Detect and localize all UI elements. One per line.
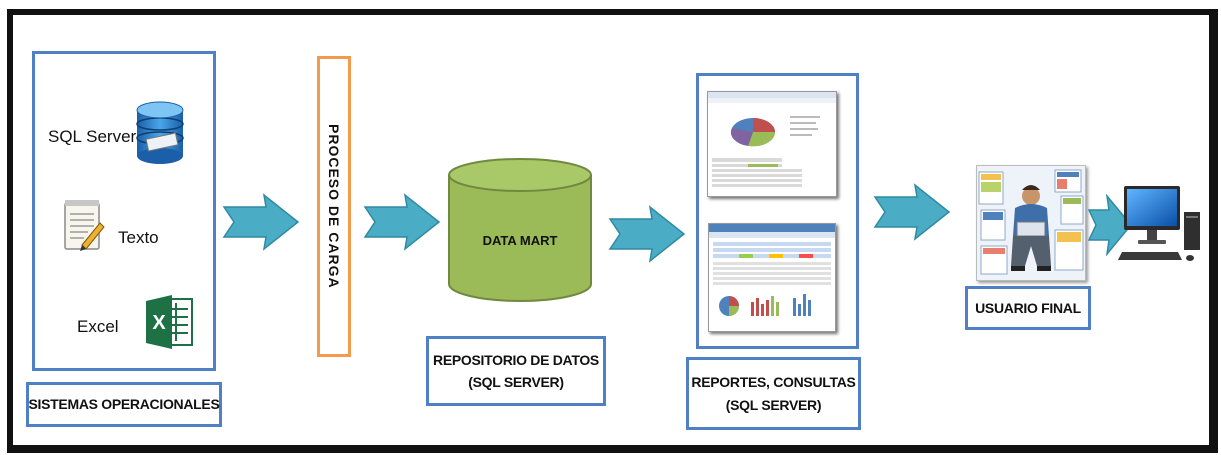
datamart-caption-line1: REPOSITORIO DE DATOS <box>433 351 599 368</box>
source-label-excel: Excel <box>77 317 119 336</box>
flow-arrow-1 <box>222 193 300 251</box>
report-screenshot-dashboard <box>708 223 836 332</box>
source-label-sql-server: SQL Server <box>48 127 137 146</box>
datamart-caption: REPOSITORIO DE DATOS (SQL SERVER) <box>426 336 606 406</box>
desktop-computer-icon <box>1118 186 1200 261</box>
svg-text:X: X <box>152 312 166 334</box>
flow-arrow-4 <box>873 183 951 241</box>
flow-arrow-2 <box>363 193 441 251</box>
sources-caption-box <box>26 382 222 427</box>
report-screenshot-pie <box>707 91 837 197</box>
enduser-caption-box <box>965 286 1091 330</box>
end-user-image <box>976 165 1086 281</box>
datamart-caption-box <box>426 336 606 406</box>
etl-box: PROCESO DE CARGA <box>317 56 351 357</box>
flow-arrow-3 <box>608 205 686 263</box>
report-pie-thumbnail <box>708 92 836 187</box>
etl-label: PROCESO DE CARGA <box>326 124 342 289</box>
datamart-caption-line2: (SQL SERVER) <box>468 374 564 390</box>
source-label-texto: Texto <box>118 228 159 247</box>
flow-arrow-5 <box>1087 194 1132 256</box>
reports-caption-line1: REPORTES, CONSULTAS <box>691 374 856 391</box>
report-dashboard-thumbnail <box>709 224 835 316</box>
notepad-pencil-icon <box>64 200 105 251</box>
database-icon <box>136 101 184 164</box>
sources-caption: SISTEMAS OPERACIONALES <box>28 396 220 413</box>
data-mart-label: DATA MART <box>482 233 558 248</box>
reports-caption-line2: (SQL SERVER) <box>725 396 822 413</box>
data-mart-cylinder <box>448 158 592 302</box>
reports-caption-box <box>686 357 861 430</box>
reports-caption: REPORTES, CONSULTAS (SQL SERVER) <box>686 357 861 430</box>
excel-icon: X <box>146 295 193 349</box>
enduser-caption: USUARIO FINAL <box>975 299 1081 316</box>
